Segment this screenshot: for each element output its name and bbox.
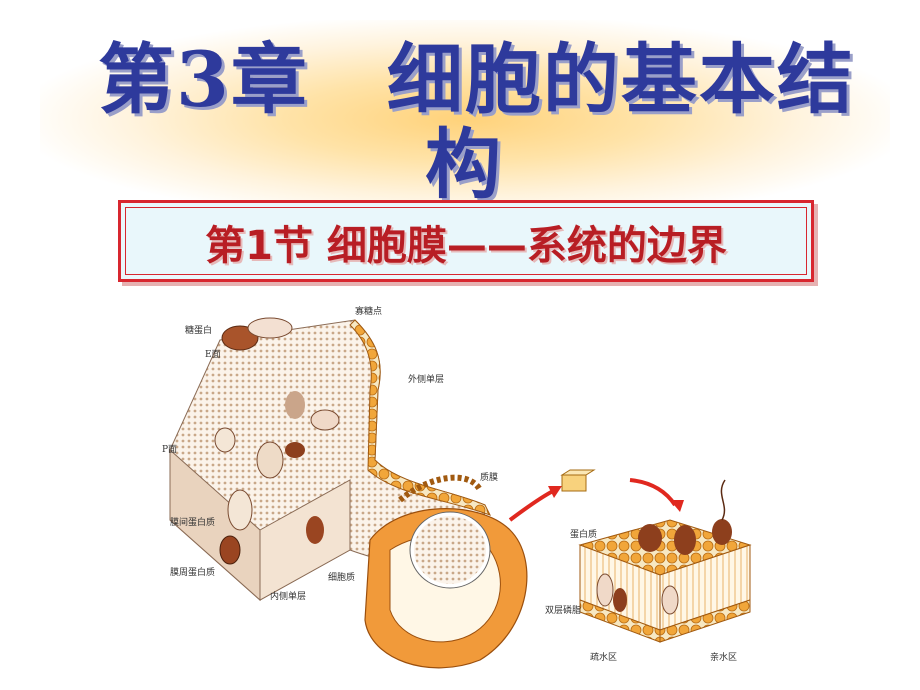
cell-section	[364, 474, 528, 669]
label-e-face: E面	[205, 349, 221, 360]
label-hydrophobic: 疏水区	[590, 651, 617, 663]
title-glow	[40, 20, 890, 200]
label-hydrophilic: 亲水区	[710, 651, 737, 663]
label-glycoprotein: 糖蛋白	[185, 324, 212, 336]
figure-labels: 糖蛋白 寡糖点 E面 外侧单层 P面 膜间蛋白质 膜周蛋白质 内侧单层 质膜 细…	[162, 305, 737, 663]
zoom-arrows	[508, 469, 684, 522]
section-subtitle-box: 第1节 细胞膜——系统的边界	[118, 200, 814, 282]
cell-membrane-illustration: 糖蛋白 寡糖点 E面 外侧单层 P面 膜间蛋白质 膜周蛋白质 内侧单层 质膜 细…	[162, 305, 752, 669]
label-cytoplasm: 细胞质	[328, 571, 355, 583]
glycoprotein-group	[214, 317, 340, 565]
label-peripheral-protein: 膜周蛋白质	[170, 566, 215, 578]
label-p-face: P面	[162, 444, 177, 455]
label-inner-leaflet: 内侧单层	[270, 590, 306, 602]
label-protein: 蛋白质	[570, 528, 597, 540]
chapter-title-line1: 第3章 细胞的基本结	[98, 35, 855, 124]
label-glycolipid: 寡糖点	[355, 305, 382, 317]
label-plasma-membrane: 质膜	[480, 471, 498, 483]
label-outer-leaflet: 外侧单层	[408, 373, 444, 385]
label-integral-protein: 膜间蛋白质	[170, 516, 215, 528]
section-subtitle: 第1节 细胞膜——系统的边界	[205, 223, 727, 269]
bilayer-block	[578, 479, 752, 643]
chapter-title-line2: 构	[425, 120, 503, 209]
label-bilayer: 双层磷脂	[545, 604, 581, 616]
